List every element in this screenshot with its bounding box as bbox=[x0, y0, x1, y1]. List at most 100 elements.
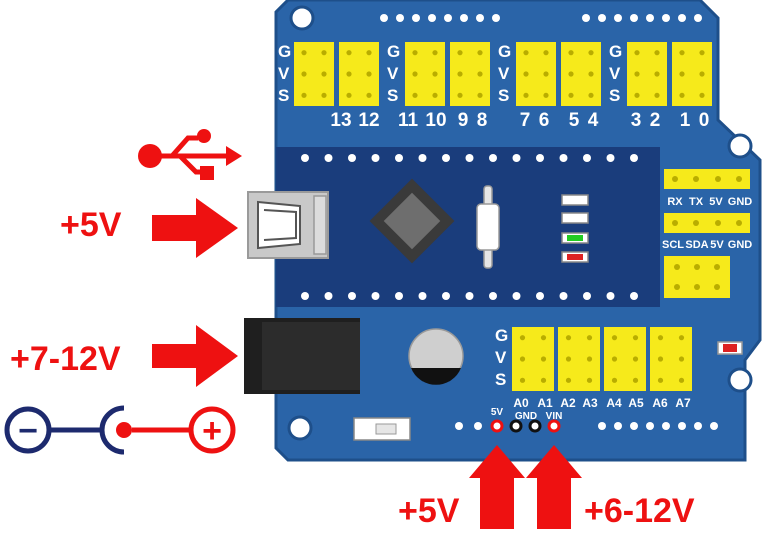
dc-jack-voltage-label: +7-12V bbox=[10, 340, 121, 378]
i2c-label-scl: SCL bbox=[662, 239, 684, 251]
header-block bbox=[512, 327, 554, 391]
header-block bbox=[405, 42, 445, 106]
nano-pin-hole bbox=[442, 292, 450, 300]
nano-pin-hole bbox=[536, 154, 544, 162]
pin-number: 4 bbox=[588, 110, 599, 131]
nano-pin-hole bbox=[395, 154, 403, 162]
header-letter-v: V bbox=[498, 64, 510, 83]
mounting-hole bbox=[289, 5, 315, 31]
nano-pin-hole bbox=[489, 292, 497, 300]
pin-number: 8 bbox=[477, 110, 488, 131]
header-block bbox=[516, 42, 556, 106]
pin-number: 12 bbox=[358, 110, 379, 131]
top-pin-holes bbox=[380, 14, 702, 22]
nano-pin-hole bbox=[559, 154, 568, 162]
analog-pin-label: A2 bbox=[560, 396, 576, 410]
analog-pin-label: A7 bbox=[675, 396, 691, 410]
pin-5v-voltage-label: +5V bbox=[398, 492, 460, 529]
status-leds bbox=[561, 194, 589, 263]
electrolytic-capacitor bbox=[408, 328, 464, 385]
power-pin-label-gnd: GND bbox=[515, 411, 537, 422]
extra-header-block bbox=[664, 256, 730, 298]
nano-pin-hole bbox=[512, 154, 521, 162]
analog-pin-label: A1 bbox=[537, 396, 553, 410]
analog-pin-label: A4 bbox=[606, 396, 622, 410]
power-pins: 5V GND VIN bbox=[455, 407, 718, 433]
header-block bbox=[561, 42, 601, 106]
uart-label-gnd: GND bbox=[728, 196, 753, 208]
header-letter-g: G bbox=[495, 326, 508, 345]
header-block bbox=[558, 327, 600, 391]
nano-pin-hole bbox=[630, 292, 638, 300]
nano-pin-hole bbox=[512, 292, 521, 300]
led-white bbox=[561, 212, 589, 224]
barrel-sleeve-icon bbox=[99, 405, 125, 455]
microcontroller-chip bbox=[369, 178, 455, 264]
i2c-label-sda: SDA bbox=[685, 239, 708, 251]
nano-pin-hole bbox=[395, 292, 403, 300]
nano-pin-hole bbox=[465, 292, 474, 300]
header-letter-g: G bbox=[278, 42, 291, 61]
digital-headers: G V S G V S G V S G V S 13 12 11 10 9 8 … bbox=[278, 42, 712, 131]
polarity-symbol: − + bbox=[4, 405, 236, 455]
power-pin-label-vin: VIN bbox=[546, 411, 563, 422]
led-red bbox=[567, 254, 583, 260]
mounting-hole bbox=[727, 367, 753, 393]
header-letter-s: S bbox=[498, 86, 509, 105]
nano-pin-hole bbox=[348, 154, 356, 162]
header-letter-s: S bbox=[387, 86, 398, 105]
header-letter-s: S bbox=[278, 86, 289, 105]
pin-number: 6 bbox=[539, 110, 550, 131]
tactile-switch bbox=[353, 417, 411, 441]
header-block bbox=[672, 42, 712, 106]
pin-number: 5 bbox=[569, 110, 580, 131]
analog-pin-label: A3 bbox=[582, 396, 598, 410]
usb-voltage-label: +5V bbox=[60, 206, 122, 244]
header-letter-g: G bbox=[609, 42, 622, 61]
header-block bbox=[450, 42, 490, 106]
pin-vin-voltage-label: +6-12V bbox=[584, 492, 695, 529]
header-letter-s: S bbox=[495, 370, 506, 389]
arrow-up-icon bbox=[526, 445, 582, 529]
i2c-header: SCL SDA 5V GND bbox=[662, 213, 752, 251]
analog-pin-label: A5 bbox=[628, 396, 644, 410]
arrow-right-icon bbox=[152, 325, 238, 387]
pin-number: 9 bbox=[458, 110, 469, 131]
nano-pin-hole bbox=[559, 292, 568, 300]
negative-terminal-icon bbox=[4, 406, 52, 454]
nano-pin-hole bbox=[418, 154, 427, 162]
nano-pin-hole bbox=[324, 154, 333, 162]
header-block bbox=[627, 42, 667, 106]
minus-sign: − bbox=[18, 412, 38, 450]
nano-pin-hole bbox=[371, 154, 380, 162]
pin-vin bbox=[547, 419, 561, 433]
nano-pin-hole bbox=[489, 154, 497, 162]
nano-pin-hole bbox=[465, 154, 474, 162]
nano-pin-hole bbox=[348, 292, 356, 300]
nano-pin-hole bbox=[583, 154, 591, 162]
pin-gnd bbox=[528, 419, 542, 433]
pin-number: 13 bbox=[330, 110, 351, 131]
header-letter-g: G bbox=[387, 42, 400, 61]
header-letter-g: G bbox=[498, 42, 511, 61]
header-letter-v: V bbox=[495, 348, 507, 367]
smd-led bbox=[717, 341, 743, 355]
header-letter-v: V bbox=[278, 64, 290, 83]
analog-pin-label: A0 bbox=[513, 396, 529, 410]
arrow-up-icon bbox=[469, 445, 525, 529]
analog-pin-label: A6 bbox=[652, 396, 668, 410]
mounting-hole bbox=[727, 133, 753, 159]
nano-pin-hole bbox=[301, 154, 309, 162]
plus-sign: + bbox=[202, 412, 222, 450]
positive-terminal-icon bbox=[188, 406, 236, 454]
nano-pin-hole bbox=[606, 154, 615, 162]
uart-label-rx: RX bbox=[667, 196, 683, 208]
uart-label-tx: TX bbox=[689, 196, 704, 208]
arduino-nano-module bbox=[247, 147, 660, 307]
arrow-right-icon bbox=[152, 198, 238, 258]
led-white bbox=[561, 194, 589, 206]
mounting-hole bbox=[287, 415, 313, 441]
nano-pin-hole bbox=[418, 292, 427, 300]
